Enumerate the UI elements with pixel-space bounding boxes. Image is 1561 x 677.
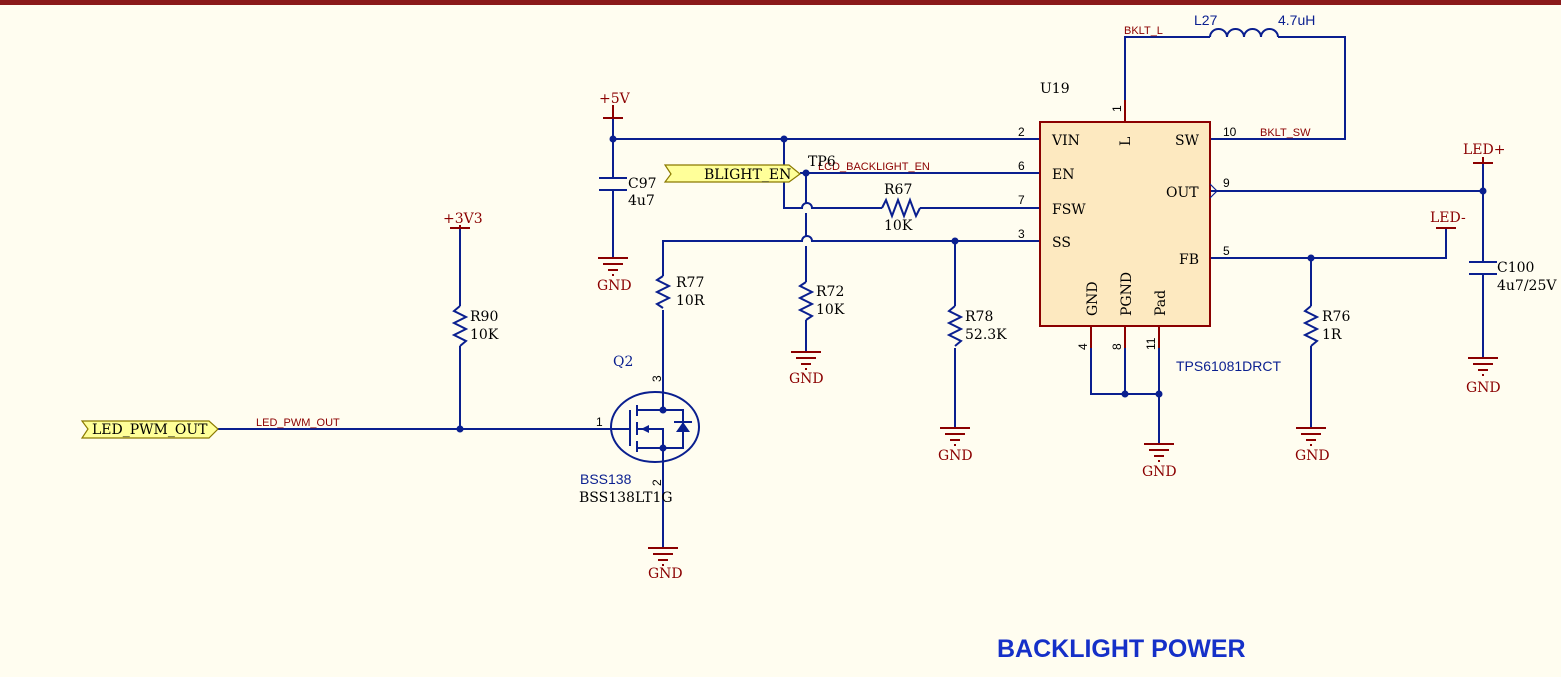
sheet-title: BACKLIGHT POWER [997,635,1246,663]
pin-number-fb: 5 [1223,244,1230,258]
l27-value: 4.7uH [1278,12,1315,28]
r78-value: 52.3K [965,327,1007,343]
q2-type: BSS138 [580,471,632,487]
r90-value: 10K [470,327,499,343]
resistor-r90[interactable]: R90 10K [451,305,499,347]
pin-number-out: 9 [1223,176,1230,190]
r67-value: 10K [884,218,913,234]
q2-pin-gate: 1 [596,415,603,429]
gnd-label: GND [1466,380,1501,396]
resistor-r78[interactable]: R78 52.3K [946,305,1007,347]
pin-number-sw: 10 [1223,125,1237,139]
resistor-r67[interactable]: R67 10K [881,182,921,234]
c97-ref: C97 [628,176,657,192]
pin-number-pad: 11 [1144,337,1158,350]
pin-number-fsw: 7 [1018,193,1025,207]
pin-number-en: 6 [1018,159,1025,173]
gnd-r72: GND [789,351,824,387]
pin-name-ss: SS [1052,235,1071,251]
net-label-led-pwm-out: LED_PWM_OUT [256,417,340,429]
power-led-plus: LED+ [1463,142,1505,164]
pin-number-vin: 2 [1018,125,1025,139]
pin-name-gnd: GND [1085,281,1101,316]
q2-pin-drain: 3 [650,375,664,382]
r77-ref: R77 [676,275,704,291]
gnd-label: GND [648,566,683,582]
r76-value: 1R [1322,327,1342,343]
capacitor-c100[interactable]: C100 4u7/25V [1469,260,1557,294]
r72-ref: R72 [816,284,844,300]
gnd-label: GND [938,448,973,464]
pin-name-pad: Pad [1153,290,1169,316]
pin-number-pgnd: 8 [1110,343,1124,350]
net-label-bklt-sw: BKLT_SW [1260,127,1311,139]
top-border [0,0,1561,5]
r90-ref: R90 [470,309,498,325]
ic-part-number: TPS61081DRCT [1176,358,1281,374]
power-5v: +5V [599,91,631,119]
q2-pin-source: 2 [650,479,664,486]
pin-name-vin: VIN [1051,133,1080,149]
power-3v3-label: +3V3 [443,211,483,227]
r72-value: 10K [816,302,845,318]
pin-name-en: EN [1052,167,1074,183]
power-5v-label: +5V [599,91,631,107]
gnd-q2: GND [648,547,683,582]
r77-value: 10R [676,293,705,309]
ic-ref: U19 [1040,81,1070,97]
resistor-r76[interactable]: R76 1R [1302,305,1350,347]
pin-name-l: L [1118,137,1134,146]
l27-ref: L27 [1194,12,1218,28]
q2-ref: Q2 [613,354,633,370]
port-blight-en-label: BLIGHT_EN [704,167,791,183]
resistor-r77[interactable]: R77 10R [654,275,705,309]
power-led-minus: LED- [1430,210,1466,229]
port-led-pwm-out-label: LED_PWM_OUT [92,422,208,438]
pin-number-gnd: 4 [1076,343,1090,350]
junctions [456,135,1487,433]
q2-part: BSS138LT1G [579,490,673,506]
pin-name-sw: SW [1175,133,1200,149]
mosfet-q2[interactable]: Q2 BSS138 BSS138LT1G 1 3 2 [579,354,700,506]
gnd-label: GND [597,278,632,294]
gnd-c97: GND [597,257,632,294]
power-led-minus-label: LED- [1430,210,1466,226]
wires [218,36,1484,548]
testpoint-tp6: TP6 [808,154,836,170]
capacitor-c97[interactable]: C97 4u7 [599,176,657,209]
pin-number-l: 1 [1110,105,1124,112]
gnd-u19: GND [1142,443,1177,480]
pin-number-ss: 3 [1018,227,1025,241]
r78-ref: R78 [965,309,993,325]
pin-name-fb: FB [1179,252,1199,268]
pin-name-fsw: FSW [1052,202,1086,218]
resistor-r72[interactable]: R72 10K [797,281,845,321]
pin-name-pgnd: PGND [1119,272,1135,316]
inductor-l27[interactable]: L27 4.7uH [1194,12,1315,38]
r67-ref: R67 [884,182,912,198]
ic-u19[interactable]: U19 TPS61081DRCT VIN EN FSW SS SW OUT FB… [1018,81,1281,374]
power-3v3: +3V3 [443,211,483,229]
c97-value: 4u7 [628,193,655,209]
port-blight-en[interactable]: BLIGHT_EN [663,164,801,183]
gnd-r76: GND [1295,427,1330,464]
gnd-label: GND [1295,448,1330,464]
net-label-lcd-backlight-en: LCD_BACKLIGHT_EN [818,161,930,173]
pin-name-out: OUT [1166,185,1199,201]
gnd-c100: GND [1466,357,1501,396]
c100-value: 4u7/25V [1497,278,1557,294]
gnd-r78: GND [938,427,973,464]
r76-ref: R76 [1322,309,1350,325]
power-led-plus-label: LED+ [1463,142,1505,158]
c100-ref: C100 [1497,260,1534,276]
gnd-label: GND [1142,464,1177,480]
net-label-bklt-l: BKLT_L [1124,25,1163,37]
port-led-pwm-out[interactable]: LED_PWM_OUT [80,420,219,439]
gnd-label: GND [789,371,824,387]
